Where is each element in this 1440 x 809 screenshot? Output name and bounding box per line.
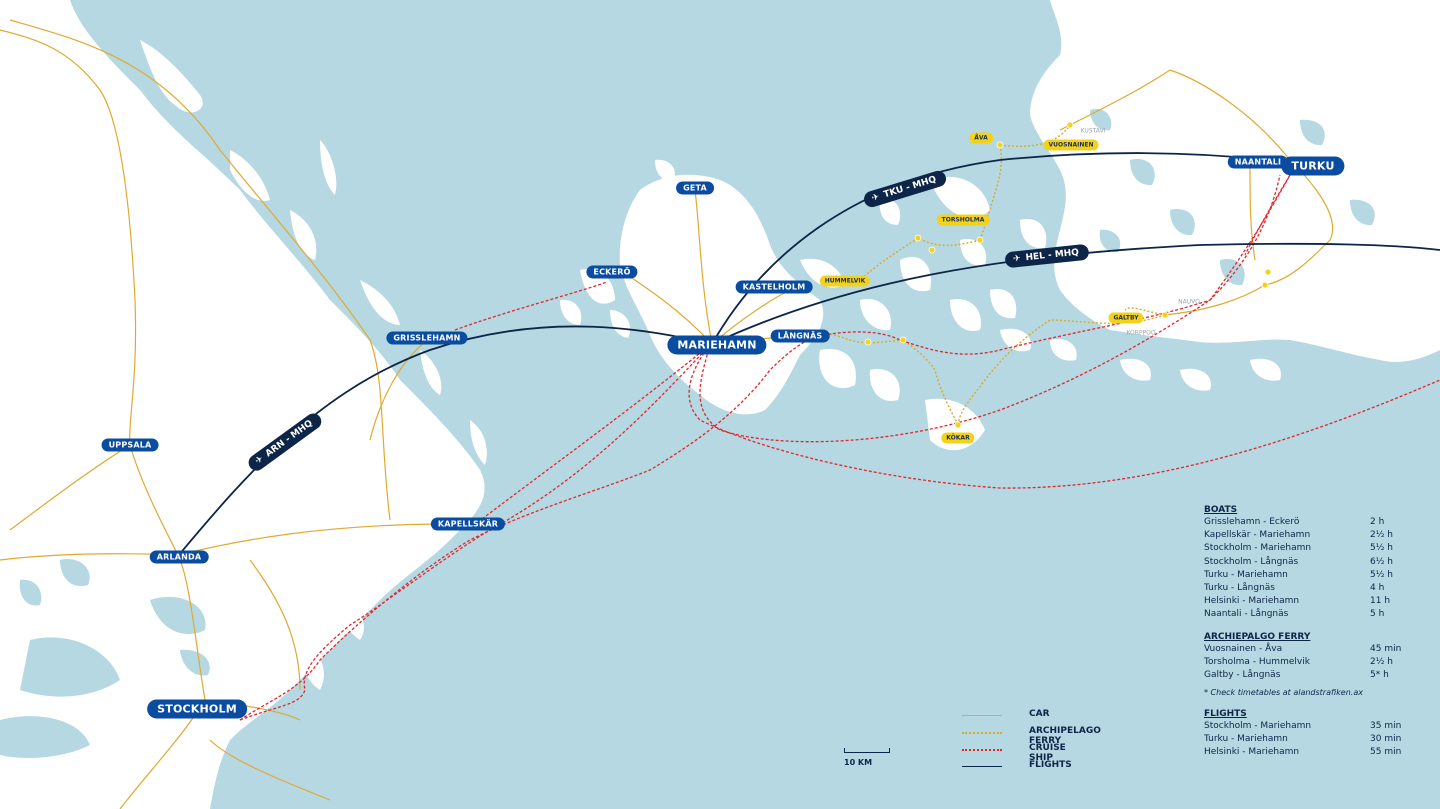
timetable-row: Naantali - Långnäs 5 h	[1204, 608, 1424, 621]
timetable-duration: 5½ h	[1370, 569, 1394, 580]
timetable-row: Torsholma - Hummelvik 2½ h	[1204, 656, 1424, 669]
timetable-row: Grisslehamn - Eckerö 2 h	[1204, 516, 1424, 529]
port-torsholma[interactable]: TORSHOLMA	[936, 214, 990, 226]
finland-landmass	[1030, 0, 1440, 362]
timetable-duration: 2½ h	[1370, 656, 1394, 667]
timetable-duration: 30 min	[1370, 734, 1402, 745]
legend-cruise-label: CRUISE SHIP	[1029, 743, 1066, 763]
port-kokar[interactable]: KÖKAR	[941, 432, 975, 444]
timetable-route: Kapellskär - Mariehamn	[1204, 530, 1311, 541]
label-arlanda[interactable]: ARLANDA	[149, 550, 209, 564]
cruise-routes	[239, 174, 1440, 721]
timetable-duration: 6½ h	[1370, 556, 1394, 567]
timetable-boats-rows: Grisslehamn - Eckerö 2 h Kapellskär - Mari…	[1204, 516, 1424, 622]
port-galtby[interactable]: GALTBY	[1108, 312, 1144, 324]
timetable-duration: 45 min	[1370, 643, 1402, 654]
airplane-icon: ✈	[870, 192, 881, 204]
timetable-row: Turku - Mariehamn 5½ h	[1204, 569, 1424, 582]
timetable-row: Stockholm - Mariehamn 5½ h	[1204, 542, 1424, 555]
scale-bar-graphic	[844, 748, 890, 753]
timetable-route: Vuosnainen - Åva	[1204, 643, 1283, 654]
label-mariehamn[interactable]: MARIEHAMN	[667, 335, 767, 355]
timetable-route: Grisslehamn - Eckerö	[1204, 517, 1300, 527]
timetable-duration: 2 h	[1370, 517, 1385, 527]
timetable-route: Stockholm - Mariehamn	[1204, 721, 1312, 732]
timetable-ferry-title: ARCHIEPALGO FERRY	[1204, 631, 1311, 642]
label-uppsala[interactable]: UPPSALA	[101, 438, 159, 452]
sweden-lakes	[0, 559, 210, 758]
timetable-row: Stockholm - Mariehamn 35 min	[1204, 720, 1424, 733]
timetable-route: Stockholm - Mariehamn	[1204, 543, 1312, 554]
timetable-route: Galtby - Långnäs	[1204, 669, 1281, 680]
timetable-route: Naantali - Långnäs	[1204, 609, 1289, 620]
timetable-flights-title: FLIGHTS	[1204, 709, 1247, 720]
label-geta[interactable]: GETA	[676, 181, 714, 195]
timetable-duration: 5½ h	[1370, 543, 1394, 554]
label-naantali[interactable]: NAANTALI	[1227, 155, 1289, 169]
aland-west-islands	[560, 159, 675, 338]
timetable-duration: 35 min	[1370, 721, 1402, 732]
airplane-icon: ✈	[253, 454, 266, 467]
label-langnas[interactable]: LÅNGNÄS	[770, 329, 830, 343]
scale-label: 10 KM	[844, 758, 873, 767]
timetable-route: Stockholm - Långnäs	[1204, 556, 1299, 567]
legend-flights-label: FLIGHTS	[1029, 760, 1072, 770]
timetable-row: Vuosnainen - Åva 45 min	[1204, 643, 1424, 656]
timetable-duration: 5* h	[1370, 669, 1389, 680]
legend-car-label: CAR	[1029, 709, 1050, 719]
timetable-ferry: ARCHIEPALGO FERRY Vuosnainen - Åva 45 min…	[1204, 632, 1424, 683]
label-kustavi: KUSTAVI	[1080, 127, 1106, 135]
legend-ferry-label: ARCHIPELAGO FERRY	[1029, 726, 1101, 746]
archipelago-islands	[800, 176, 1047, 451]
travel-timetable: BOATS Grisslehamn - Eckerö 2 h Kapellskär …	[1204, 505, 1424, 770]
label-korppoo: KORPPOO	[1126, 329, 1156, 337]
timetable-route: Helsinki - Mariehamn	[1204, 747, 1300, 758]
timetable-route: Turku - Mariehamn	[1204, 569, 1288, 580]
aland-main-island	[619, 174, 824, 415]
timetable-boats-title: BOATS	[1204, 505, 1238, 515]
legend-cruise-swatch	[962, 749, 1002, 751]
label-kastelholm[interactable]: KASTELHOLM	[735, 280, 813, 294]
timetable-boats: BOATS Grisslehamn - Eckerö 2 h Kapellskär …	[1204, 505, 1424, 622]
timetable-route: Helsinki - Mariehamn	[1204, 596, 1300, 607]
timetable-row: Kapellskär - Mariehamn 2½ h	[1204, 529, 1424, 542]
timetable-duration: 5 h	[1370, 609, 1385, 620]
timetable-ferry-note: * Check timetables at alandstrafiken.ax	[1204, 688, 1363, 698]
timetable-duration: 11 h	[1370, 596, 1391, 607]
label-stockholm[interactable]: STOCKHOLM	[147, 699, 247, 719]
legend-car-swatch	[962, 715, 1002, 716]
timetable-row: Galtby - Långnäs 5* h	[1204, 669, 1424, 682]
sweden-landmass	[0, 0, 485, 809]
label-turku[interactable]: TURKU	[1281, 156, 1345, 176]
port-hummelvik[interactable]: HUMMELVIK	[819, 275, 871, 287]
timetable-route: Torsholma - Hummelvik	[1204, 656, 1310, 667]
timetable-row: Turku - Mariehamn 30 min	[1204, 733, 1424, 746]
port-vuosnainen[interactable]: VUOSNAINEN	[1043, 139, 1099, 151]
scale-bar: 10 KM	[844, 748, 890, 767]
finland-south-islands	[1000, 328, 1281, 391]
port-ava[interactable]: ÅVA	[969, 132, 993, 144]
legend-flights-swatch	[962, 766, 1002, 767]
legend-ferry-swatch	[962, 732, 1002, 734]
flight-tag-label: HEL - MHQ	[1025, 247, 1080, 264]
label-grisslehamn[interactable]: GRISSLEHAMN	[386, 331, 468, 345]
airplane-icon: ✈	[1012, 253, 1022, 265]
timetable-route: Turku - Långnäs	[1204, 582, 1275, 593]
timetable-row: Stockholm - Långnäs 6½ h	[1204, 556, 1424, 569]
label-kapellskar[interactable]: KAPELLSKÄR	[430, 517, 506, 531]
timetable-duration: 2½ h	[1370, 530, 1394, 541]
timetable-row: Helsinki - Mariehamn 11 h	[1204, 595, 1424, 608]
timetable-row: Helsinki - Mariehamn 55 min	[1204, 746, 1424, 759]
timetable-duration: 55 min	[1370, 747, 1402, 758]
label-eckero[interactable]: ECKERÖ	[586, 265, 638, 279]
timetable-row: Turku - Långnäs 4 h	[1204, 582, 1424, 595]
timetable-duration: 4 h	[1370, 582, 1385, 593]
timetable-route: Turku - Mariehamn	[1204, 734, 1288, 745]
label-nauvo: NAUVO	[1178, 298, 1200, 306]
